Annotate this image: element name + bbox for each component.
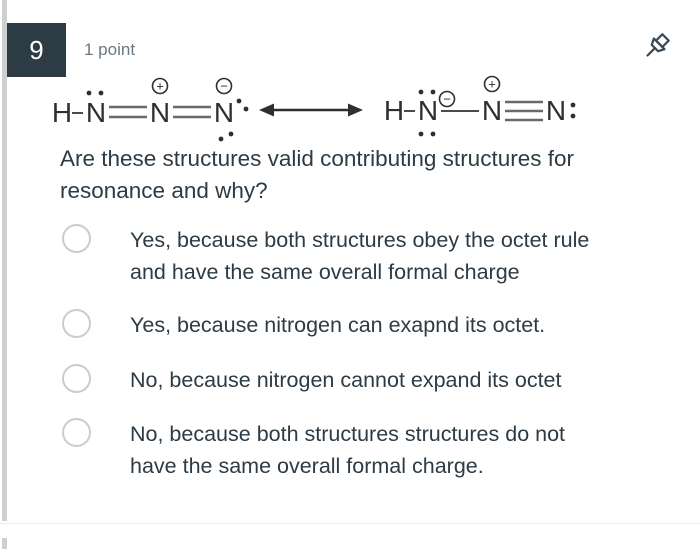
radio-button-1[interactable]: [62, 224, 91, 253]
question-text: Are these structures valid contributing …: [60, 146, 574, 203]
radio-button-2[interactable]: [62, 309, 91, 338]
atom-n3: N: [214, 97, 234, 128]
points-label: 1 point: [84, 40, 136, 59]
lone-pair-n1-top: [418, 89, 436, 95]
atom-n2: N: [150, 97, 170, 128]
minus-charge-icon: −: [438, 90, 456, 108]
atom-n1: N: [418, 95, 438, 126]
plus-charge-icon: +: [483, 75, 501, 93]
divider: [0, 523, 700, 524]
lone-pair-n1-bottom: [418, 131, 436, 137]
double-bond-2: [173, 105, 211, 119]
answer-option-4[interactable]: No, because both structures structures d…: [62, 418, 565, 482]
answer-option-1[interactable]: Yes, because both structures obey the oc…: [62, 224, 589, 288]
svg-text:−: −: [443, 92, 451, 107]
answer-option-3[interactable]: No, because nitrogen cannot expand its o…: [62, 364, 561, 396]
atom-n2: N: [482, 95, 502, 126]
lone-pair-n3-right: [570, 102, 576, 119]
double-bond-1: [109, 105, 147, 119]
answer-option-2[interactable]: Yes, because nitrogen can exapnd its oct…: [62, 309, 545, 341]
option-label-3[interactable]: No, because nitrogen cannot expand its o…: [130, 368, 562, 392]
lone-pair-n3-bottom: [218, 131, 234, 142]
lone-pair-n1-top: [86, 90, 104, 96]
option-label-2[interactable]: Yes, because nitrogen can exapnd its oct…: [130, 313, 546, 337]
minus-charge-icon: −: [215, 77, 233, 95]
question-number-badge: 9: [7, 23, 66, 77]
option-label-4[interactable]: No, because both structures structures d…: [130, 422, 566, 478]
atom-h: H: [384, 95, 404, 126]
atom-n1: N: [86, 97, 106, 128]
lewis-structure-right: H N − N + N: [384, 75, 576, 137]
svg-text:−: −: [220, 79, 228, 94]
svg-text:+: +: [488, 77, 496, 92]
triple-bond: [505, 100, 543, 122]
card-left-border: [2, 0, 7, 521]
lone-pair-n3-right: [236, 98, 249, 112]
pin-icon[interactable]: [638, 29, 674, 65]
resonance-arrow-icon: [259, 103, 363, 117]
option-label-1[interactable]: Yes, because both structures obey the oc…: [130, 228, 590, 284]
plus-charge-icon: +: [151, 77, 169, 95]
lewis-structure-left: H N N + N −: [52, 77, 249, 142]
radio-button-4[interactable]: [62, 418, 91, 447]
svg-text:+: +: [156, 79, 164, 94]
next-card-left-border: [2, 538, 7, 549]
radio-button-3[interactable]: [62, 364, 91, 393]
question-number: 9: [29, 34, 44, 65]
atom-h: H: [52, 97, 72, 128]
atom-n3: N: [546, 95, 566, 126]
